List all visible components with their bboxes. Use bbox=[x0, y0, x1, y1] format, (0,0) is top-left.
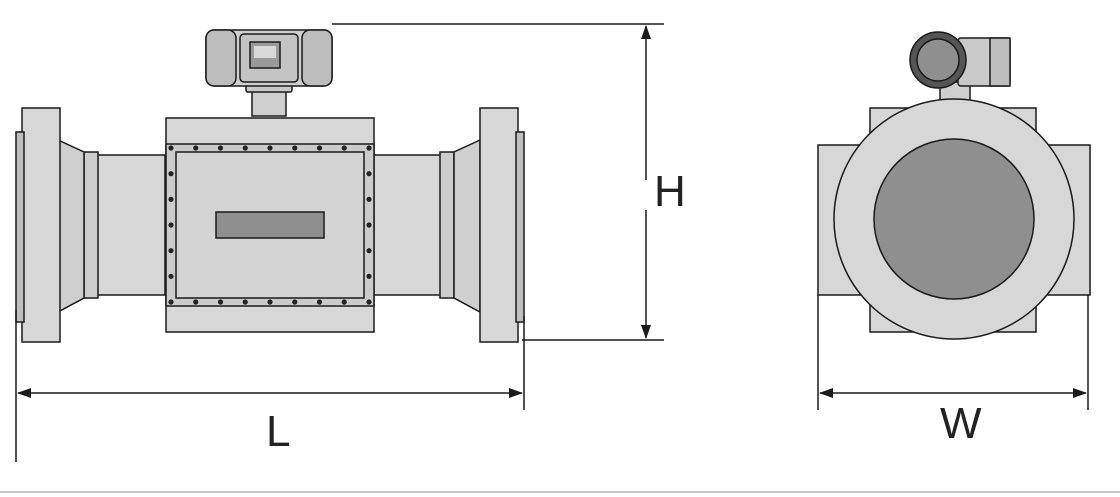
bolt-icon bbox=[168, 196, 174, 202]
right-collar bbox=[439, 151, 455, 299]
bolt-icon bbox=[292, 299, 298, 305]
bolt-icon bbox=[341, 299, 347, 305]
bolt-icon bbox=[168, 273, 174, 279]
bolt-icon bbox=[267, 299, 273, 305]
end-view bbox=[817, 31, 1091, 340]
bolt-icon bbox=[242, 299, 248, 305]
width-dimension bbox=[817, 295, 1089, 410]
left-pipe-section bbox=[94, 154, 166, 296]
bolt-icon bbox=[242, 145, 248, 151]
bolt-icon bbox=[316, 299, 323, 305]
bolt-icon bbox=[366, 196, 372, 202]
bolt-icon bbox=[341, 145, 347, 151]
width-label: W bbox=[940, 399, 982, 448]
height-dimension bbox=[332, 23, 664, 341]
right-flange-neck bbox=[453, 138, 481, 314]
bolt-icon bbox=[366, 222, 372, 228]
length-label: L bbox=[266, 407, 290, 456]
bolt-icon bbox=[217, 299, 224, 305]
right-flange bbox=[479, 107, 519, 343]
transmitter-head bbox=[205, 29, 333, 117]
nameplate bbox=[215, 211, 325, 239]
bolt-icon bbox=[217, 145, 224, 151]
bolt-icon bbox=[168, 299, 174, 305]
bolt-icon bbox=[168, 222, 174, 228]
bolt-icon bbox=[168, 248, 174, 254]
bolt-icon bbox=[267, 145, 273, 151]
cover-bolts bbox=[168, 145, 372, 305]
bolt-icon bbox=[366, 145, 372, 151]
bolt-icon bbox=[366, 171, 372, 177]
side-view bbox=[15, 29, 525, 343]
end-transmitter-head bbox=[909, 31, 1011, 107]
left-collar bbox=[83, 151, 99, 299]
bolt-icon bbox=[366, 248, 372, 254]
pipe-bore bbox=[873, 138, 1035, 300]
bolt-icon bbox=[193, 299, 199, 305]
right-pipe-section bbox=[371, 154, 447, 296]
bolt-icon bbox=[168, 145, 174, 151]
height-label: H bbox=[654, 167, 686, 216]
left-flange-neck bbox=[57, 138, 85, 314]
bolt-icon bbox=[316, 145, 323, 151]
length-dimension bbox=[15, 310, 525, 462]
bolt-icon bbox=[168, 171, 174, 177]
bolt-icon bbox=[193, 145, 199, 151]
left-flange bbox=[21, 107, 61, 343]
bolt-icon bbox=[366, 299, 372, 305]
bolt-icon bbox=[292, 145, 298, 151]
bolt-icon bbox=[366, 273, 372, 279]
